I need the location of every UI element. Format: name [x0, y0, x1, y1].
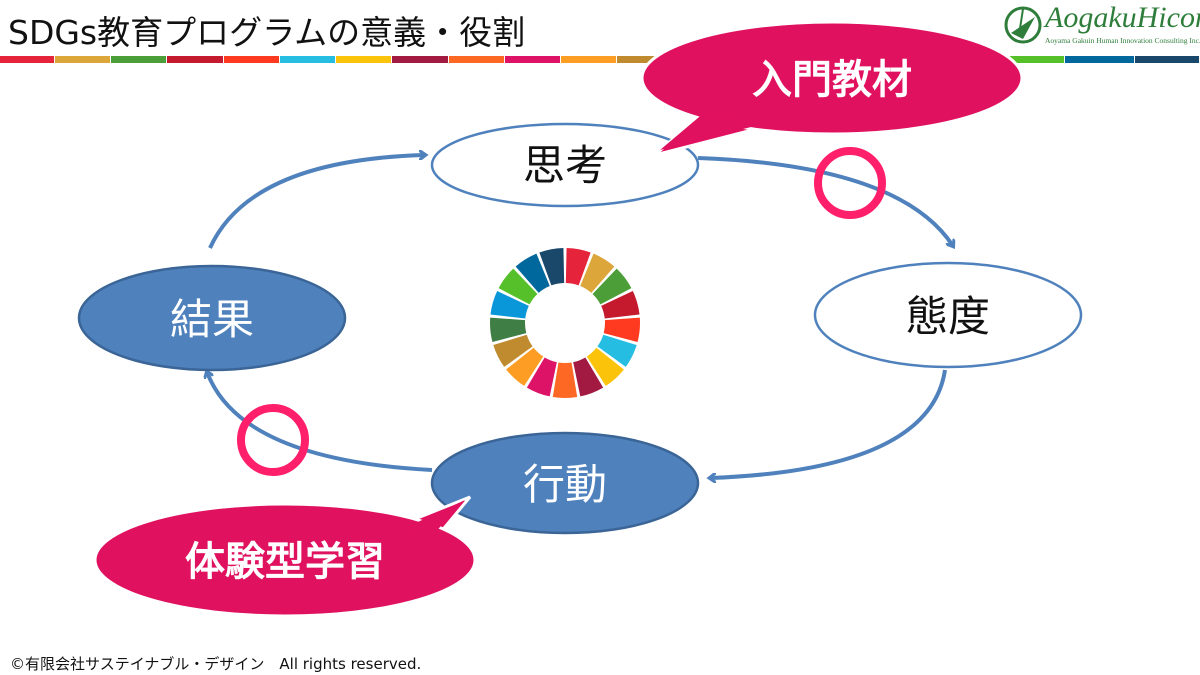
logo-text: AogakuHicon	[1045, 1, 1200, 34]
sdg-wheel-segment	[506, 347, 544, 386]
sdg-wheel-icon	[490, 248, 640, 398]
sdg-wheel-segment	[580, 253, 615, 293]
sdg-wheel-segment	[601, 290, 640, 319]
sdg-wheel-segment	[586, 347, 624, 386]
node-label: 態度	[906, 292, 990, 341]
stripe-segment	[336, 56, 391, 63]
callout-experiential-learning: 体験型学習	[93, 495, 477, 618]
sdg-wheel-segment	[597, 334, 637, 367]
stripe-segment	[167, 56, 223, 63]
stripe-segment	[280, 56, 335, 63]
stripe-segment	[617, 56, 672, 63]
stripe-segment	[449, 56, 504, 63]
sdg-wheel-segment	[552, 362, 578, 398]
sdg-wheel-segment	[539, 248, 565, 286]
logo-subtitle: Aoyama Gakuin Human Innovation Consultin…	[1045, 36, 1200, 45]
stripe-segment	[1065, 56, 1134, 63]
sdg-wheel-segment	[603, 317, 640, 343]
sdg-wheel-segment	[498, 268, 538, 305]
callout-label: 体験型学習	[185, 539, 385, 585]
sdg-wheel-segment	[592, 268, 632, 305]
node-label: 結果	[170, 295, 254, 344]
stripe-segment	[0, 56, 54, 63]
stripe-segment	[392, 56, 448, 63]
node-action: 行動	[430, 431, 700, 535]
sdg-wheel-segment	[565, 248, 591, 286]
copyright-footer: ©有限会社サステイナブル・デザイン All rights reserved.	[10, 655, 422, 673]
stripe-segment	[505, 56, 560, 63]
sdg-wheel-segment	[490, 290, 529, 319]
node-result: 結果	[77, 264, 347, 372]
sdg-wheel-segment	[515, 253, 550, 293]
arrow-attitude-to-action	[710, 369, 947, 478]
node-label: 行動	[523, 460, 607, 509]
arrow-thinking-to-attitude	[697, 156, 953, 246]
highlight-circle	[814, 147, 886, 219]
company-logo: AogakuHicon Aoyama Gakuin Human Innovati…	[1003, 1, 1200, 49]
sdg-wheel-segment	[573, 357, 604, 397]
stripe-segment	[1135, 56, 1199, 63]
stripe-segment	[224, 56, 279, 63]
sdg-wheel-segment	[526, 357, 557, 397]
callout-label: 入門教材	[752, 57, 912, 103]
stripe-segment	[111, 56, 166, 63]
arrow-action-to-result	[207, 372, 433, 472]
stripe-segment	[561, 56, 616, 63]
stripe-segment	[1010, 56, 1064, 63]
stripe-segment	[55, 56, 110, 63]
sdg-wheel-segment	[490, 317, 527, 343]
logo-emblem-icon	[1004, 6, 1042, 44]
callout-intro-material: 入門教材	[640, 20, 1024, 157]
node-thinking: 思考	[430, 122, 700, 208]
sdg-wheel-segment	[493, 334, 533, 367]
arrow-result-to-thinking	[208, 155, 425, 249]
page-title: SDGs教育プログラムの意義・役割	[8, 13, 526, 52]
node-label: 思考	[523, 141, 607, 190]
highlight-circle	[237, 404, 309, 476]
node-attitude: 態度	[813, 261, 1083, 369]
